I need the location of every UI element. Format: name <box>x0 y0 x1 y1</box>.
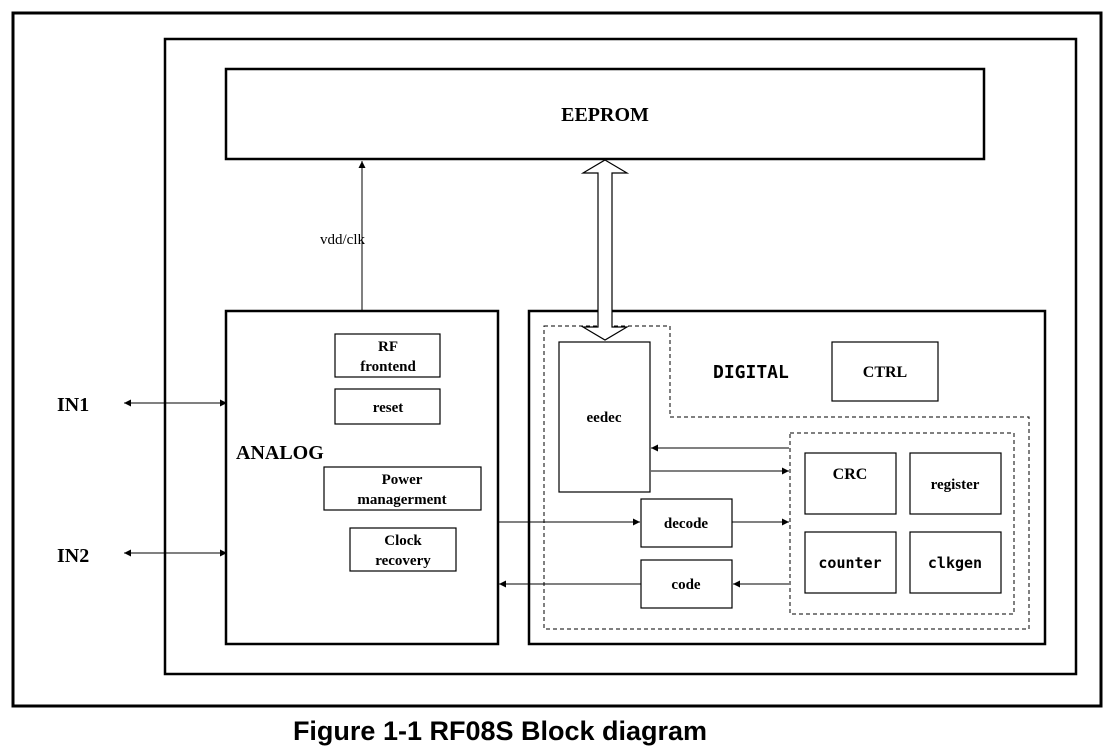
crc-label: CRC <box>833 466 868 483</box>
rf-frontend-label-line2: frontend <box>360 359 416 375</box>
vdd-clk-label: vdd/clk <box>320 232 365 248</box>
clkgen-label: clkgen <box>928 554 982 572</box>
decode-label: decode <box>664 516 709 532</box>
counter-block <box>804 531 897 594</box>
registers-dashed-region <box>789 432 1015 615</box>
eedec-block <box>558 341 651 493</box>
in1-label: IN1 <box>57 394 89 416</box>
power-management-label-line2: managerment <box>357 492 446 508</box>
crc-block <box>804 452 897 515</box>
clock-recovery-block <box>349 527 457 572</box>
digital-block <box>527 309 1047 646</box>
counter-label: counter <box>818 554 881 572</box>
eeprom-block <box>224 67 986 161</box>
eeprom-eedec-bus-arrow <box>580 159 630 341</box>
eedec-label: eedec <box>587 410 622 426</box>
digital-dashed-region <box>543 325 1030 630</box>
rf-frontend-label-line1: RF <box>378 339 398 355</box>
clock-recovery-label-line1: Clock <box>384 533 422 549</box>
in2-label: IN2 <box>57 545 89 567</box>
ctrl-block <box>831 341 939 402</box>
reset-block <box>334 388 441 425</box>
chip-boundary <box>163 37 1078 676</box>
digital-label: DIGITAL <box>713 362 789 383</box>
analog-label: ANALOG <box>236 442 324 464</box>
ctrl-label: CTRL <box>863 364 907 381</box>
code-label: code <box>671 577 701 593</box>
reset-label: reset <box>373 400 404 416</box>
eeprom-label: EEPROM <box>561 104 649 126</box>
figure-caption: Figure 1-1 RF08S Block diagram <box>292 716 708 746</box>
decode-block <box>640 498 733 548</box>
power-management-label-line1: Power <box>382 472 423 488</box>
register-block <box>909 452 1002 515</box>
block-diagram: EEPROM ANALOG RF frontend reset Power ma… <box>11 11 1103 708</box>
rf-frontend-block <box>334 333 441 378</box>
register-label: register <box>931 477 980 493</box>
outer-frame <box>11 11 1103 708</box>
clkgen-block <box>909 531 1002 594</box>
power-management-block <box>323 466 482 511</box>
clock-recovery-label-line2: recovery <box>375 553 431 569</box>
